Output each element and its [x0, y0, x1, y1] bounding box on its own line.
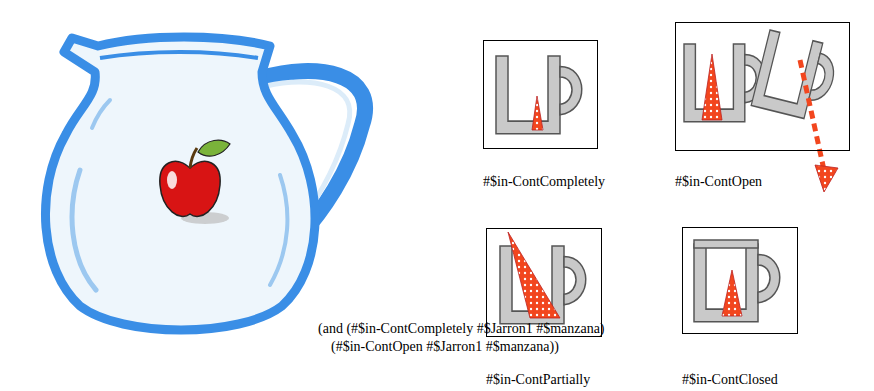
pitcher	[45, 37, 365, 330]
relation-box: #$in-ContPartially	[486, 228, 602, 337]
container-icon	[500, 232, 586, 324]
relation-box: #$in-ContCompletely	[483, 40, 598, 149]
relation-box: #$in-ContOpen	[675, 22, 850, 151]
container-icon	[496, 56, 582, 134]
relation-name: #$in-ContClosed	[682, 372, 778, 388]
relation-box: #$in-ContClosed	[682, 227, 798, 334]
relation-name: #$in-ContCompletely	[483, 174, 605, 190]
container-icon	[694, 240, 780, 322]
logic-expression: (and (#$in-ContCompletely #$Jarron1 #$ma…	[318, 321, 605, 337]
container-icon	[684, 30, 841, 192]
apple	[160, 140, 230, 224]
relation-name: #$in-ContPartially	[486, 372, 590, 388]
logic-expression: (#$in-ContOpen #$Jarron1 #$manzana))	[331, 339, 559, 355]
relation-name: #$in-ContOpen	[675, 174, 762, 190]
